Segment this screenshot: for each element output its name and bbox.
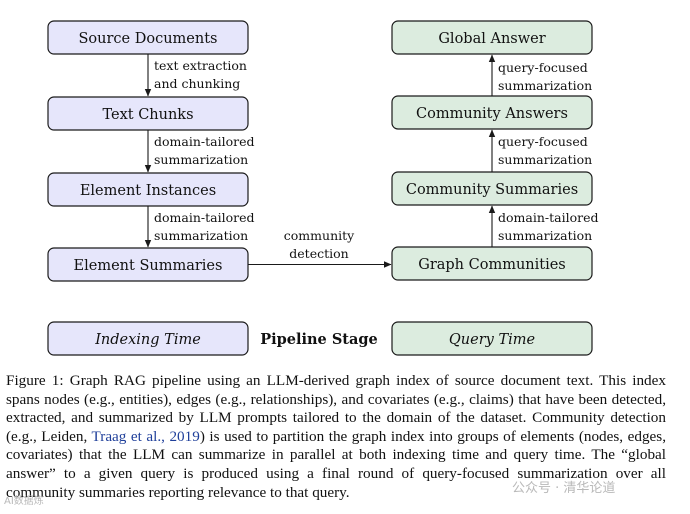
node-element-instances-label: Element Instances [80,183,216,199]
edge-label-e1-line2: and chunking [154,76,240,91]
caption-text-start: Figure 1: Graph RAG pipeline using an LL… [6,372,666,445]
edge-label-e4-line1: community [284,228,355,243]
edge-label-e1-line1: text extraction [154,58,247,73]
pipeline-diagram: Source Documents Text Chunks Element Ins… [47,20,598,356]
node-graph-communities-label: Graph Communities [418,257,566,273]
edge-label-e3-line2: summarization [154,228,248,243]
node-global-answer-label: Global Answer [438,31,545,47]
node-text-chunks-label: Text Chunks [102,107,193,123]
legend-indexing-time: Indexing Time [47,321,249,356]
node-community-answers-label: Community Answers [416,106,568,122]
node-source-documents: Source Documents [47,20,249,55]
edge-label-e3-line1: domain-tailored [154,210,254,225]
node-graph-communities: Graph Communities [391,246,593,281]
node-community-summaries: Community Summaries [391,171,593,206]
edge-label-e7-line1: query-focused [498,60,588,75]
node-element-instances: Element Instances [47,172,249,207]
node-element-summaries: Element Summaries [47,247,249,282]
watermark-left: AI数据炼 [4,496,44,507]
legend-indexing-time-label: Indexing Time [94,332,201,348]
node-community-summaries-label: Community Summaries [406,182,578,198]
node-community-answers: Community Answers [391,95,593,130]
node-source-documents-label: Source Documents [79,31,218,47]
edge-label-e5-line2: summarization [498,228,592,243]
node-global-answer: Global Answer [391,20,593,55]
edge-label-e2-line2: summarization [154,152,248,167]
edge-label-e2-line1: domain-tailored [154,134,254,149]
watermark-right: 公众号 · 清华论道 [512,481,616,496]
edge-label-e4-line2: detection [289,246,348,261]
edge-label-e7-line2: summarization [498,78,592,93]
legend-query-time: Query Time [391,321,593,356]
figure-caption: Figure 1: Graph RAG pipeline using an LL… [6,372,666,502]
edge-label-e5-line1: domain-tailored [498,210,598,225]
node-element-summaries-label: Element Summaries [74,258,223,274]
edge-label-e6-line1: query-focused [498,134,588,149]
legend-query-time-label: Query Time [449,332,535,348]
caption-citation-link[interactable]: Traag et al., 2019 [91,427,200,445]
legend-pipeline-stage-label: Pipeline Stage [260,331,378,348]
caption-text-end: ) is used to partition the graph index i… [6,427,666,501]
node-text-chunks: Text Chunks [47,96,249,131]
edge-label-e6-line2: summarization [498,152,592,167]
